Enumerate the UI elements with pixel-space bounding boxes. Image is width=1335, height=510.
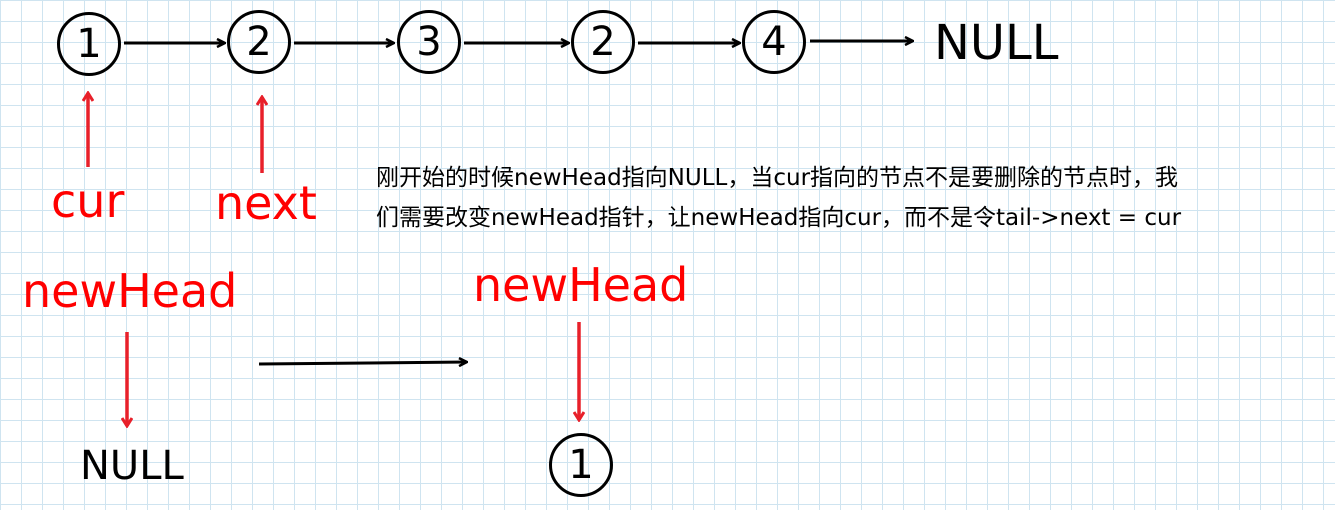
newhead-null-label: NULL	[80, 443, 184, 489]
list-node-3: 3	[397, 10, 461, 74]
list-null-label: NULL	[934, 15, 1059, 71]
explanation-line-2: 们需要改变newHead指针，让newHead指向cur，而不是令tail->n…	[376, 205, 1182, 231]
explanation-note: 刚开始的时候newHead指向NULL，当cur指向的节点不是要删除的节点时，我…	[376, 158, 1331, 238]
list-node-5: 4	[742, 10, 806, 74]
list-node-1: 1	[57, 12, 121, 76]
list-node-2: 2	[227, 10, 291, 74]
next-label: next	[215, 176, 317, 230]
newhead-target-node: 1	[549, 433, 613, 497]
list-node-4: 2	[571, 10, 635, 74]
newhead-label-after: newHead	[473, 258, 689, 312]
explanation-line-1: 刚开始的时候newHead指向NULL，当cur指向的节点不是要删除的节点时，我	[376, 165, 1179, 191]
transition-arrow	[258, 362, 467, 364]
cur-label: cur	[51, 174, 125, 228]
newhead-label-before: newHead	[22, 264, 238, 318]
